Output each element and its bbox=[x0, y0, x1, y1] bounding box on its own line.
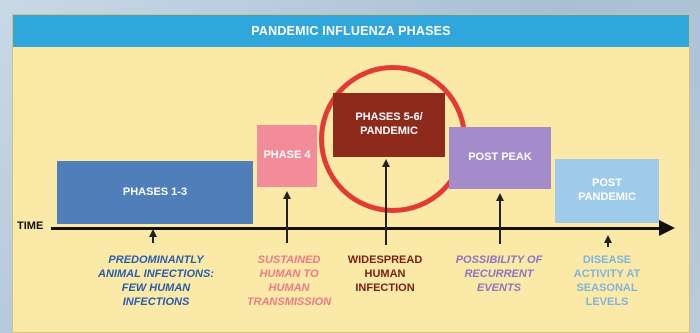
connector-line-4 bbox=[286, 195, 288, 243]
description-post-peak: POSSIBILITY OF RECURRENT EVENTS bbox=[455, 254, 543, 295]
phase-box-post-peak: POST PEAK bbox=[449, 127, 551, 189]
phase-box-post-pandemic: POST PANDEMIC bbox=[555, 159, 659, 223]
description-phase-4: SUSTAINED HUMAN TO HUMAN TRANSMISSION bbox=[246, 254, 332, 309]
description-post-pandemic: DISEASE ACTIVITY AT SEASONAL LEVELS bbox=[573, 254, 641, 309]
phase-box-5-6: PHASES 5-6/ PANDEMIC bbox=[333, 93, 445, 157]
phase-box-1-3: PHASES 1-3 bbox=[57, 161, 253, 224]
connector-arrowhead-5-6 bbox=[382, 159, 390, 167]
phase-label-5-6: PHASES 5-6/ PANDEMIC bbox=[355, 111, 423, 137]
phase-label-4: PHASE 4 bbox=[263, 149, 311, 162]
connector-arrowhead-4 bbox=[283, 191, 291, 199]
description-phases-1-3: PREDOMINANTLY ANIMAL INFECTIONS: FEW HUM… bbox=[98, 254, 214, 309]
phase-label-post-pandemic: POST PANDEMIC bbox=[578, 177, 636, 203]
connector-arrowhead-post-peak bbox=[496, 193, 504, 201]
connector-line-1-3 bbox=[152, 233, 154, 243]
time-axis-label: TIME bbox=[17, 220, 44, 232]
diagram-title: PANDEMIC INFLUENZA PHASES bbox=[13, 15, 689, 47]
connector-arrowhead-1-3 bbox=[149, 229, 157, 237]
phase-box-4: PHASE 4 bbox=[257, 125, 317, 187]
connector-line-post-peak bbox=[499, 197, 501, 244]
connector-line-post-pandemic bbox=[607, 239, 609, 247]
description-phases-5-6: WIDESPREAD HUMAN INFECTION bbox=[347, 254, 423, 295]
connector-line-5-6 bbox=[385, 163, 387, 245]
connector-arrowhead-post-pandemic bbox=[604, 235, 612, 243]
timeline-line bbox=[51, 227, 663, 230]
phase-label-post-peak: POST PEAK bbox=[468, 151, 532, 164]
phase-label-1-3: PHASES 1-3 bbox=[122, 185, 188, 198]
diagram-panel: PANDEMIC INFLUENZA PHASES PHASES 1-3 PHA… bbox=[12, 14, 690, 333]
timeline-arrowhead bbox=[659, 220, 675, 236]
